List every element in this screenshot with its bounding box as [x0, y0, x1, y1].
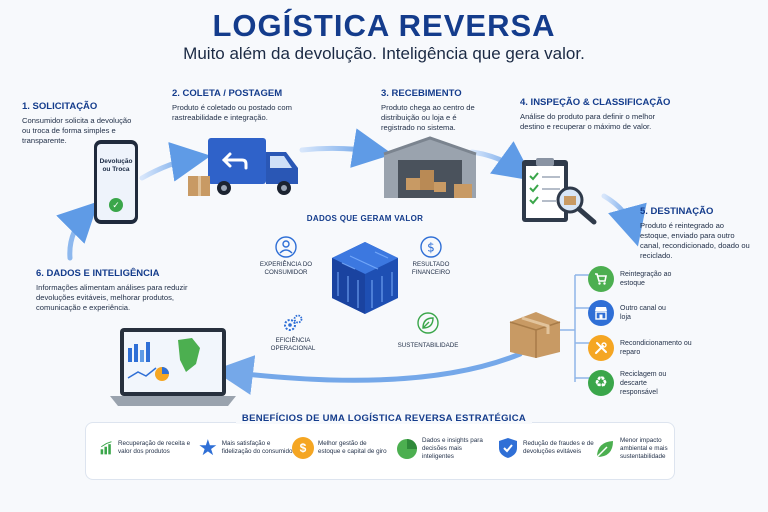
- leaf-icon: [596, 441, 613, 458]
- step-description: Produto é coletado ou postado com rastre…: [172, 103, 292, 122]
- shield-check-icon: [499, 438, 517, 458]
- bar-growth-icon: [100, 441, 112, 455]
- step-4: 4. INSPEÇÃO & CLASSIFICAÇÃO Análise do p…: [520, 97, 671, 132]
- step-title: 4. INSPEÇÃO & CLASSIFICAÇÃO: [520, 97, 671, 108]
- benefit-customer-satisfaction: ★ Mais satisfação e fidelização do consu…: [198, 437, 296, 459]
- recycle-icon: ♻: [588, 370, 614, 396]
- check-icon: ✓: [109, 198, 123, 212]
- page-subtitle: Muito além da devolução. Inteligência qu…: [183, 44, 585, 63]
- destination-label: Reintegração ao estoque: [620, 270, 672, 287]
- step-description: Consumidor solicita a devolução ou troca…: [22, 116, 132, 145]
- phone-screen-text: Devolução ou Troca: [99, 158, 133, 173]
- page-title: LOGÍSTICA REVERSA: [212, 8, 556, 43]
- pie-icon: [397, 439, 417, 459]
- benefit-label: Redução de fraudes e de devoluções evitá…: [523, 440, 594, 455]
- step-description: Análise do produto para definir o melhor…: [520, 112, 656, 131]
- leaf-icon: [417, 312, 439, 334]
- benefit-label: Menor impacto ambiental e mais sustentab…: [620, 437, 668, 460]
- step-description: Produto é reintegrado ao estoque, enviad…: [640, 221, 750, 260]
- center-item-label: SUSTENTABILIDADE: [397, 342, 459, 349]
- cart-icon: [588, 265, 614, 292]
- benefit-label: Recuperação de receita e valor dos produ…: [118, 440, 191, 455]
- destination-recycle: ♻ Reciclagem ou descarte responsável: [588, 365, 708, 401]
- benefits-panel: [85, 422, 675, 480]
- benefit-fraud-reduction: Redução de fraudes e de devoluções evitá…: [497, 437, 595, 459]
- tools-icon: [588, 334, 614, 361]
- gears-icon: [284, 314, 303, 331]
- truck-illustration: [188, 138, 298, 196]
- step-6: 6. DADOS E INTELIGÊNCIA Informações alim…: [36, 268, 196, 313]
- center-title: DADOS QUE GERAM VALOR: [306, 214, 424, 223]
- destination-other-channel: Outro canal ou loja: [588, 295, 708, 330]
- step-title: 5. DESTINAÇÃO: [640, 206, 714, 217]
- destination-label: Reciclagem ou descarte responsável: [620, 370, 667, 396]
- center-item-operational-efficiency: EFICIÊNCIA OPERACIONAL: [258, 312, 328, 353]
- star-icon: ★: [198, 435, 218, 460]
- destination-label: Outro canal ou loja: [620, 304, 666, 321]
- benefit-data-insights: Dados e insights para decisões mais inte…: [396, 437, 494, 461]
- boxes-illustration: [509, 312, 561, 358]
- step-title: 6. DADOS E INTELIGÊNCIA: [36, 268, 160, 279]
- svg-text:$: $: [427, 241, 435, 255]
- benefit-revenue-recovery: Recuperação de receita e valor dos produ…: [100, 437, 198, 459]
- person-icon: [275, 236, 297, 258]
- step-title: 3. RECEBIMENTO: [381, 88, 462, 99]
- step-5: 5. DESTINAÇÃO Produto é reintegrado ao e…: [640, 206, 750, 261]
- center-item-label: RESULTADO FINANCEIRO: [411, 261, 451, 276]
- benefit-label: Mais satisfação e fidelização do consumi…: [221, 440, 295, 455]
- benefit-label: Dados e insights para decisões mais inte…: [422, 437, 483, 460]
- center-item-customer-experience: EXPERIÊNCIA DO CONSUMIDOR: [246, 236, 326, 277]
- step-description: Informações alimentam análises para redu…: [36, 283, 188, 312]
- destination-list: Reintegração ao estoque Outro canal ou l…: [588, 262, 708, 401]
- coin-icon: $: [292, 437, 314, 459]
- step-2: 2. COLETA / POSTAGEM Produto é coletado …: [172, 88, 292, 123]
- step-1: 1. SOLICITAÇÃO Consumidor solicita a dev…: [22, 101, 132, 146]
- center-item-sustainability: SUSTENTABILIDADE: [388, 312, 468, 350]
- dollar-icon: $: [420, 236, 442, 258]
- warehouse-illustration: [383, 136, 477, 198]
- destination-label: Recondicionamento ou reparo: [620, 339, 692, 356]
- step-3: 3. RECEBIMENTO Produto chega ao centro d…: [381, 88, 491, 133]
- benefits-title: BENEFÍCIOS DE UMA LOGÍSTICA REVERSA ESTR…: [0, 413, 768, 424]
- laptop-dashboard-illustration: [110, 328, 236, 406]
- benefit-inventory-management: $ Melhor gestão de estoque e capital de …: [292, 437, 390, 459]
- step-title: 2. COLETA / POSTAGEM: [172, 88, 283, 99]
- step-description: Produto chega ao centro de distribuição …: [381, 103, 475, 132]
- center-item-label: EFICIÊNCIA OPERACIONAL: [270, 337, 316, 352]
- center-item-financial-result: $ RESULTADO FINANCEIRO: [396, 236, 466, 277]
- destination-restock: Reintegração ao estoque: [588, 262, 708, 295]
- data-cube-icon: [332, 242, 398, 314]
- destination-refurbish: Recondicionamento ou reparo: [588, 330, 708, 365]
- clipboard-inspection-illustration: [522, 158, 597, 225]
- store-icon: [588, 299, 614, 326]
- center-item-label: EXPERIÊNCIA DO CONSUMIDOR: [259, 261, 313, 276]
- benefit-sustainability: Menor impacto ambiental e mais sustentab…: [594, 437, 672, 461]
- smartphone-illustration: Devolução ou Troca ✓: [94, 140, 138, 224]
- step-title: 1. SOLICITAÇÃO: [22, 101, 98, 112]
- benefit-label: Melhor gestão de estoque e capital de gi…: [318, 440, 387, 455]
